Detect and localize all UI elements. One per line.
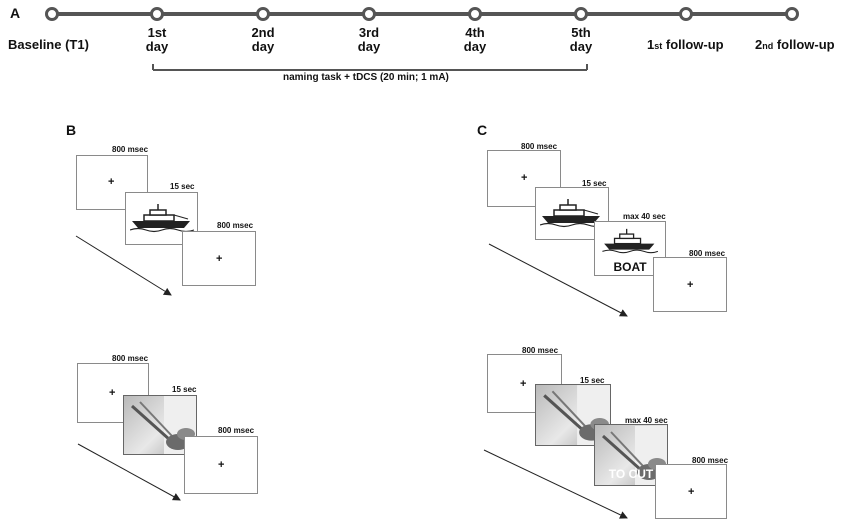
bracket-label: naming task + tDCS (20 min; 1 mA) <box>283 72 449 83</box>
panel-a-letter: A <box>10 5 21 21</box>
fixation-cross: + <box>520 378 527 390</box>
panel-c-letter: C <box>477 122 488 138</box>
fixation-cross: + <box>218 459 225 471</box>
b-bottom-duration-2: 15 sec <box>172 385 197 394</box>
target-word: BOAT <box>613 260 647 274</box>
b-top-duration-1: 800 msec <box>112 145 149 154</box>
panel-b-letter: B <box>66 122 77 138</box>
c-bottom-duration-3: max 40 sec <box>625 416 668 425</box>
fixation-cross: + <box>687 279 694 291</box>
time-arrow-b-top <box>75 235 172 296</box>
timeline-node-baseline <box>45 7 59 21</box>
b-bottom-picture-screen <box>123 395 197 455</box>
target-word: TO CUT <box>608 467 654 481</box>
fixation-cross: + <box>521 172 528 184</box>
c-top-duration-3: max 40 sec <box>623 212 666 221</box>
c-top-picture-word-screen: BOAT <box>594 221 666 276</box>
timeline-node-followup1 <box>679 7 693 21</box>
c-bottom-duration-2: 15 sec <box>580 376 605 385</box>
b-top-fixation-screen-2: + <box>182 231 256 286</box>
timeline-node-day4 <box>468 7 482 21</box>
boat-icon <box>602 228 659 254</box>
b-bottom-fixation-screen-2: + <box>184 436 258 494</box>
c-top-duration-1: 800 msec <box>521 142 558 151</box>
timeline-label-followup2: 2nd follow-up <box>755 37 835 52</box>
b-bottom-duration-1: 800 msec <box>112 354 149 363</box>
timeline-node-day1 <box>150 7 164 21</box>
time-arrow-c-bottom <box>483 449 628 519</box>
timeline-node-day5 <box>574 7 588 21</box>
timeline-label-baseline: Baseline (T1) <box>8 37 89 52</box>
b-top-duration-3: 800 msec <box>217 221 254 230</box>
c-bottom-fixation-screen-2: + <box>655 464 727 519</box>
c-bottom-duration-4: 800 msec <box>692 456 729 465</box>
boat-icon <box>540 199 605 228</box>
timeline-label-followup1: 1st follow-up <box>647 37 724 52</box>
c-top-duration-4: 800 msec <box>689 249 726 258</box>
timeline-node-day2 <box>256 7 270 21</box>
c-top-fixation-screen-1: + <box>487 150 561 207</box>
timeline-graphic <box>52 12 793 71</box>
fixation-cross: + <box>109 387 116 399</box>
c-top-fixation-screen-2: + <box>653 257 727 312</box>
fixation-cross: + <box>108 176 115 188</box>
fixation-cross: + <box>688 486 695 498</box>
c-bottom-duration-1: 800 msec <box>522 346 559 355</box>
c-top-duration-2: 15 sec <box>582 179 607 188</box>
time-arrow-c-top <box>488 243 628 317</box>
fixation-cross: + <box>216 253 223 265</box>
time-arrow-b-bottom <box>77 443 181 501</box>
timeline-node-followup2 <box>785 7 799 21</box>
c-top-picture-screen <box>535 187 609 240</box>
b-bottom-duration-3: 800 msec <box>218 426 255 435</box>
boat-icon <box>130 204 195 233</box>
timeline-node-day3 <box>362 7 376 21</box>
b-top-duration-2: 15 sec <box>170 182 195 191</box>
